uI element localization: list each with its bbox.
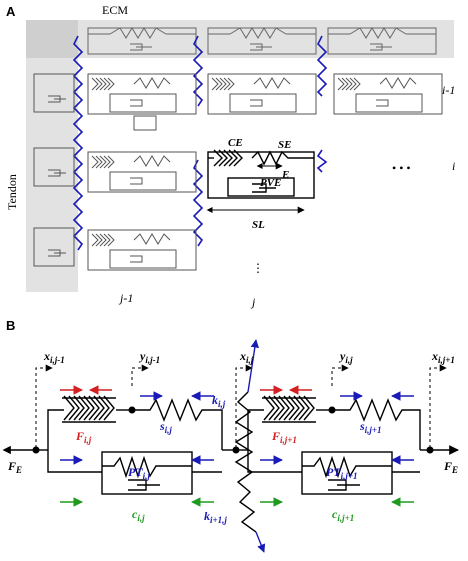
- muscle-units: [87, 73, 443, 271]
- label-fe-right: FE: [443, 459, 458, 475]
- panel-a-letter: A: [6, 4, 16, 19]
- node-y-prev: [128, 406, 136, 414]
- node-y-curr: [328, 406, 336, 414]
- label-x-curr: xi,j: [239, 349, 254, 365]
- label-y-curr: yi,j: [338, 349, 353, 365]
- vdots: ⋮: [252, 261, 264, 275]
- corner-region: [26, 20, 78, 58]
- blue-column-springs: [72, 35, 328, 251]
- label-c-left: ci,j: [132, 507, 145, 523]
- col-label-j-1: j-1: [118, 291, 133, 305]
- e-label: E: [281, 169, 289, 181]
- tendon-label: Tendon: [5, 174, 19, 210]
- row-label-i-1: i-1: [442, 83, 455, 97]
- ecm-region: [26, 20, 454, 58]
- label-c-right: ci,j+1: [332, 507, 354, 523]
- pve-label: PVE: [260, 177, 281, 189]
- ecm-label: ECM: [102, 3, 128, 17]
- label-pt-left: PTi,j: [128, 465, 150, 481]
- ce-label: CE: [228, 137, 243, 149]
- k-top-arrow: [247, 339, 260, 393]
- vertical-spring: [234, 391, 257, 533]
- highlighted-unit: [207, 149, 315, 199]
- label-y-prev: yi,j-1: [138, 349, 160, 365]
- panel-b-letter: B: [6, 318, 15, 333]
- k-bot-arrow: [255, 531, 266, 553]
- tendon-region: [26, 20, 78, 292]
- label-f-right: Fi,j+1: [271, 429, 297, 445]
- node-left: [32, 446, 40, 454]
- label-s-left: si,j: [159, 419, 172, 435]
- label-pt-right: PTi,j+1: [326, 465, 358, 481]
- label-f-left: Fi,j: [75, 429, 92, 445]
- sl-label: SL: [252, 219, 265, 231]
- panel-b: B: [2, 318, 459, 553]
- label-k-bot: ki+1,j: [204, 509, 227, 525]
- panel-a: A ECM Tendon: [5, 3, 455, 309]
- ecm-row: [87, 27, 437, 55]
- unit-left: [2, 395, 236, 495]
- col-label-j: j: [250, 295, 256, 309]
- label-fe-left: FE: [7, 459, 22, 475]
- row-label-i: i: [452, 159, 455, 173]
- se-label: SE: [278, 139, 291, 151]
- label-x-next: xi,j+1: [431, 349, 455, 365]
- label-k-top: ki,j: [212, 393, 226, 409]
- node-right: [426, 446, 434, 454]
- hdots: • • •: [392, 161, 411, 175]
- label-s-right: si,j+1: [359, 419, 382, 435]
- label-x-prev: xi,j-1: [43, 349, 65, 365]
- blue-arrows: [60, 391, 414, 465]
- tendon-units: [33, 73, 75, 267]
